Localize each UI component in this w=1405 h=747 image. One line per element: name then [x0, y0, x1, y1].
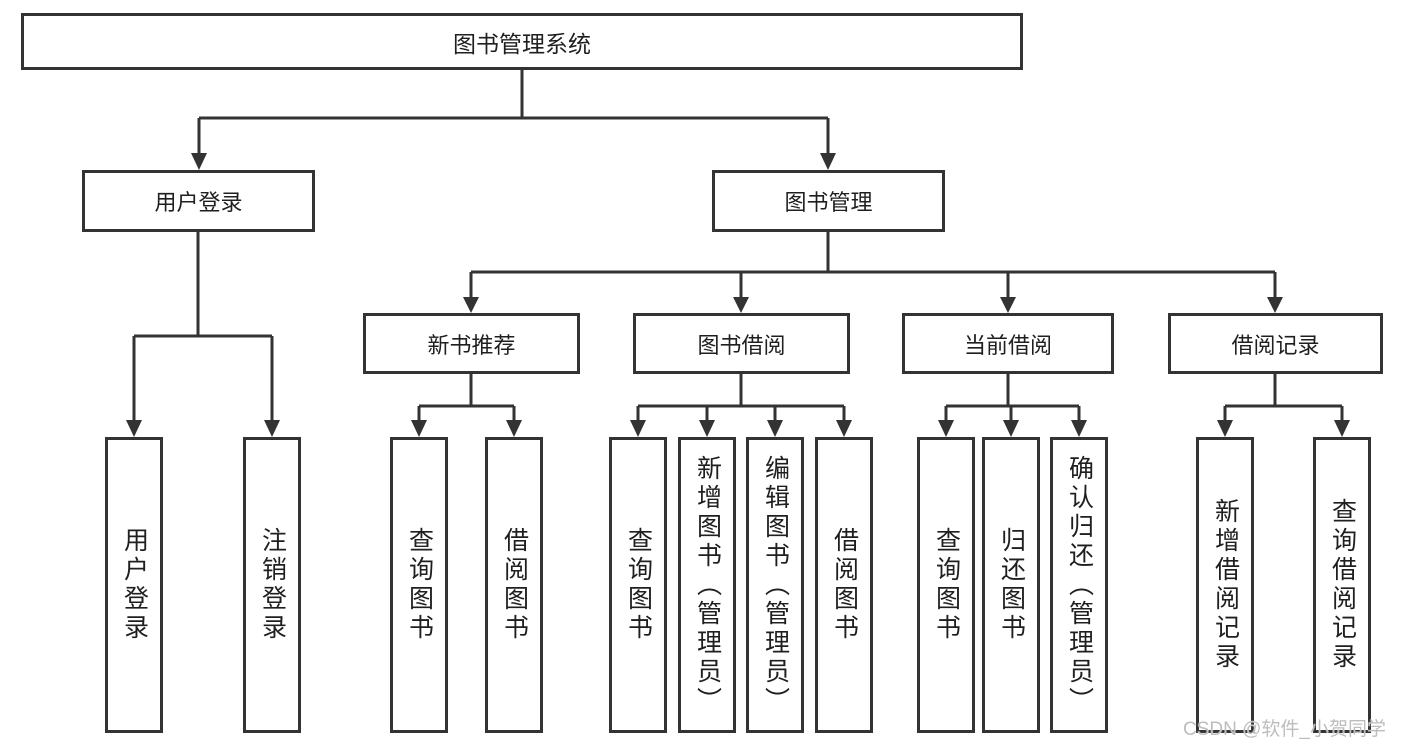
- leaf-borrow-book-1: 借阅图书: [485, 437, 543, 733]
- leaf-user-login: 用户登录: [105, 437, 163, 733]
- leaf-confirm-return-admin: 确认归还（管理员）: [1050, 437, 1108, 733]
- csdn-watermark: CSDN @软件_小贺同学: [1183, 719, 1386, 740]
- leaf-query-book-1: 查询图书: [390, 437, 448, 733]
- leaf-query-borrow-record: 查询借阅记录: [1313, 437, 1371, 733]
- leaf-add-book-admin: 新增图书（管理员）: [678, 437, 736, 733]
- node-current-borrow: 当前借阅: [902, 313, 1114, 374]
- leaf-return-book: 归还图书: [982, 437, 1040, 733]
- leaf-logout: 注销登录: [243, 437, 301, 733]
- node-borrow-record: 借阅记录: [1168, 313, 1383, 374]
- leaf-add-borrow-record: 新增借阅记录: [1196, 437, 1254, 733]
- node-book-borrow: 图书借阅: [633, 313, 850, 374]
- node-new-book-recommend: 新书推荐: [363, 313, 580, 374]
- node-book-management-branch: 图书管理: [712, 170, 945, 232]
- node-root-system: 图书管理系统: [21, 13, 1023, 70]
- leaf-query-book-2: 查询图书: [609, 437, 667, 733]
- node-user-login-branch: 用户登录: [82, 170, 315, 232]
- leaf-query-book-3: 查询图书: [917, 437, 975, 733]
- leaf-edit-book-admin: 编辑图书（管理员）: [746, 437, 804, 733]
- leaf-borrow-book-2: 借阅图书: [815, 437, 873, 733]
